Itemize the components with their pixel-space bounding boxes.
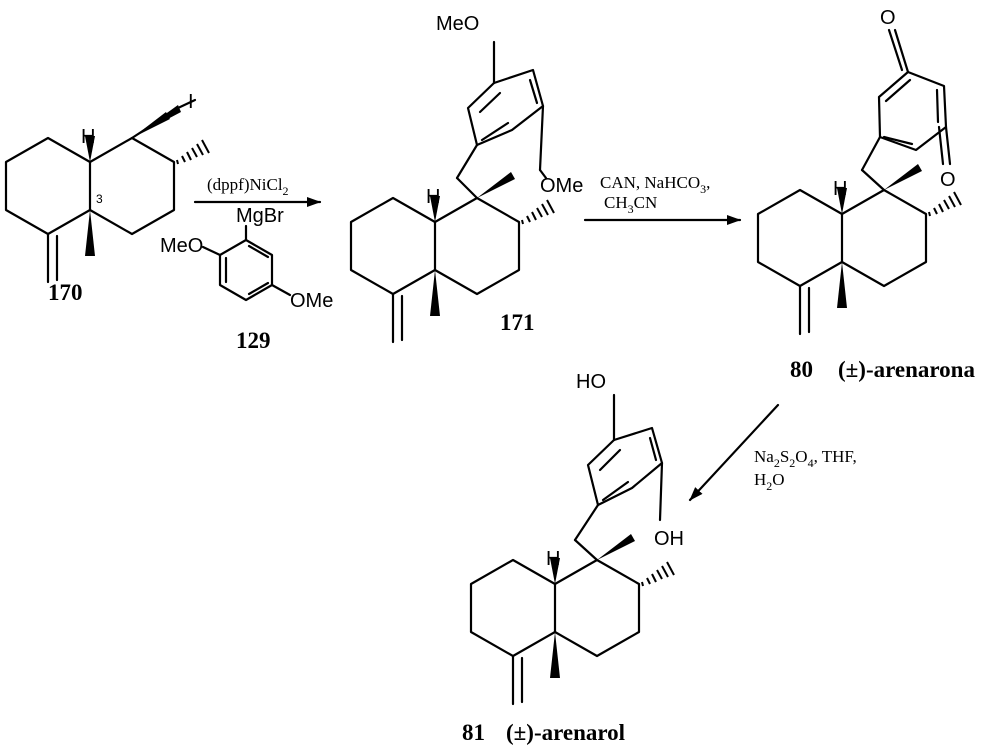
oxygen-top-label-80: O <box>880 7 896 29</box>
compound-171: MeO OMe H 171 <box>349 13 583 344</box>
reagent-step3-line2: H2O <box>754 470 785 493</box>
reaction-arrow-3 <box>688 403 780 502</box>
meo-label-171: MeO <box>436 13 479 35</box>
compound-129: MgBr MeO OMe 129 <box>160 205 333 353</box>
meo-label-129: MeO <box>160 235 203 257</box>
h-label-170: H <box>81 126 95 148</box>
compound-number-129: 129 <box>236 328 271 353</box>
compound-number-81: 81 <box>462 720 485 745</box>
compound-number-80: 80 <box>790 357 813 382</box>
h-label-171: H <box>426 186 440 208</box>
h-label-80: H <box>833 178 847 200</box>
h-label-81: H <box>546 548 560 570</box>
compound-name-81: (±)-arenarol <box>506 720 625 745</box>
locant-3: 3 <box>96 192 103 206</box>
compound-name-80: (±)-arenarona <box>838 357 975 382</box>
compound-81: HO OH H 81 (±)-arenarol <box>462 371 684 745</box>
compound-170: I H 3 170 <box>4 91 211 305</box>
reagent-step2-line1: CAN, NaHCO3, <box>600 173 710 196</box>
iodine-label: I <box>188 91 194 113</box>
compound-80: O O H 80 (±)-arenarona <box>756 7 975 382</box>
ho-label-81: HO <box>576 371 606 393</box>
reagent-step3-line1: Na2S2O4, THF, <box>754 447 857 470</box>
ome-label-171: OMe <box>540 175 583 197</box>
oxygen-bottom-label-80: O <box>940 169 956 191</box>
mgbr-label: MgBr <box>236 205 284 227</box>
compound-number-171: 171 <box>500 310 535 335</box>
reagent-step1: (dppf)NiCl2 <box>207 175 289 198</box>
oh-label-81: OH <box>654 528 684 550</box>
compound-number-170: 170 <box>48 280 83 305</box>
ome-label-129: OMe <box>290 290 333 312</box>
reagent-step2-line2: CH3CN <box>604 193 657 216</box>
